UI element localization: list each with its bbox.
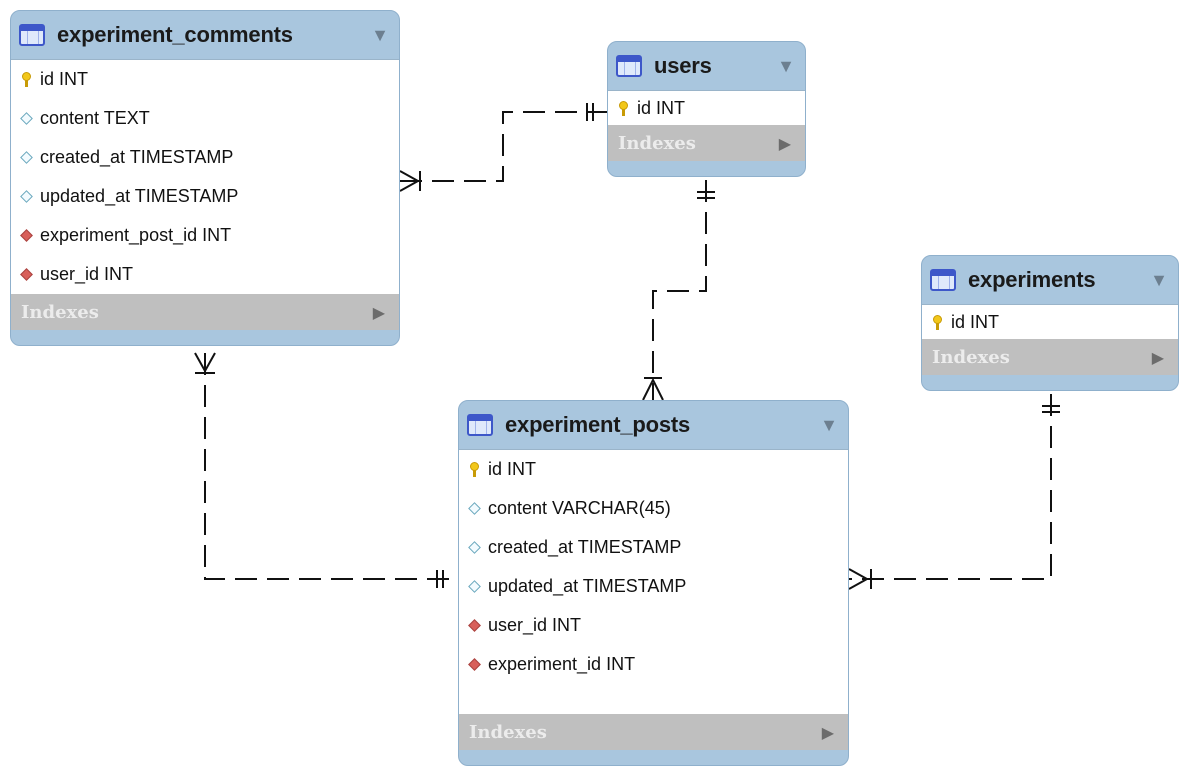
foreign-key-diamond-icon — [467, 658, 481, 671]
table-icon — [616, 55, 642, 77]
column-row[interactable]: id INT — [608, 91, 805, 125]
foreign-key-diamond-icon — [19, 229, 33, 242]
indexes-section[interactable]: Indexes ▶ — [11, 294, 399, 330]
indexes-label: Indexes — [21, 301, 99, 323]
key-icon — [932, 314, 942, 330]
table-title: users — [654, 53, 712, 78]
column-label: updated_at TIMESTAMP — [40, 186, 239, 206]
table-footer — [922, 375, 1178, 390]
relationship-users-experiment-comments — [399, 103, 607, 192]
expand-arrow-icon[interactable]: ▶ — [1151, 347, 1164, 367]
column-row-empty — [459, 684, 848, 714]
column-label: content TEXT — [40, 108, 150, 128]
collapse-triangle-icon[interactable]: ▼ — [777, 55, 795, 76]
column-row[interactable]: id INT — [11, 60, 399, 99]
table-icon — [467, 414, 493, 436]
expand-arrow-icon[interactable]: ▶ — [778, 133, 791, 153]
table-header[interactable]: users ▼ — [608, 42, 805, 90]
table-experiment-posts[interactable]: experiment_posts ▼ id INT content VARCHA… — [458, 400, 849, 766]
table-experiments[interactable]: experiments ▼ id INT Indexes ▶ — [921, 255, 1179, 391]
indexes-label: Indexes — [469, 721, 547, 743]
relationship-posts-comments — [194, 352, 458, 588]
table-users[interactable]: users ▼ id INT Indexes ▶ — [607, 41, 806, 177]
indexes-section[interactable]: Indexes ▶ — [922, 339, 1178, 375]
column-label: id INT — [951, 311, 1000, 332]
table-header[interactable]: experiment_posts ▼ — [459, 401, 848, 449]
collapse-triangle-icon[interactable]: ▼ — [371, 24, 389, 45]
table-experiment-comments[interactable]: experiment_comments ▼ id INT content TEX… — [10, 10, 400, 346]
indexes-section[interactable]: Indexes ▶ — [459, 714, 848, 750]
column-row[interactable]: experiment_id INT — [459, 645, 848, 684]
column-row[interactable]: experiment_post_id INT — [11, 216, 399, 255]
column-label: id INT — [40, 69, 89, 89]
column-label: created_at TIMESTAMP — [488, 537, 682, 557]
column-label: experiment_post_id INT — [40, 225, 232, 245]
column-diamond-icon — [19, 112, 33, 125]
indexes-section[interactable]: Indexes ▶ — [608, 125, 805, 161]
expand-arrow-icon[interactable]: ▶ — [372, 302, 385, 322]
column-label: user_id INT — [488, 615, 582, 635]
column-row[interactable]: user_id INT — [459, 606, 848, 645]
table-title: experiment_posts — [505, 412, 691, 437]
column-row[interactable]: updated_at TIMESTAMP — [459, 567, 848, 606]
column-list: id INT — [608, 90, 805, 125]
table-title: experiment_comments — [57, 22, 293, 47]
column-label: id INT — [637, 97, 686, 118]
column-row[interactable]: content VARCHAR(45) — [459, 489, 848, 528]
expand-arrow-icon[interactable]: ▶ — [821, 722, 834, 742]
table-title: experiments — [968, 267, 1096, 292]
column-row[interactable]: id INT — [922, 305, 1178, 339]
table-footer — [608, 161, 805, 176]
column-row[interactable]: created_at TIMESTAMP — [11, 138, 399, 177]
foreign-key-diamond-icon — [467, 619, 481, 632]
table-icon — [19, 24, 45, 46]
column-diamond-icon — [19, 151, 33, 164]
column-row[interactable]: updated_at TIMESTAMP — [11, 177, 399, 216]
table-footer — [11, 330, 399, 345]
column-list: id INT content TEXT created_at TIMESTAMP… — [11, 59, 399, 294]
column-list: id INT — [922, 304, 1178, 339]
collapse-triangle-icon[interactable]: ▼ — [820, 414, 838, 435]
column-diamond-icon — [467, 580, 481, 593]
column-label: content VARCHAR(45) — [488, 498, 671, 518]
column-row[interactable]: id INT — [459, 450, 848, 489]
column-diamond-icon — [467, 502, 481, 515]
column-row[interactable]: content TEXT — [11, 99, 399, 138]
foreign-key-diamond-icon — [19, 268, 33, 281]
column-label: experiment_id INT — [488, 654, 636, 674]
column-label: user_id INT — [40, 264, 134, 284]
column-label: id INT — [488, 459, 537, 479]
column-diamond-icon — [467, 541, 481, 554]
key-icon — [618, 100, 628, 116]
relationship-experiments-posts — [848, 394, 1060, 590]
key-icon — [21, 72, 31, 87]
key-icon — [469, 462, 479, 477]
column-row[interactable]: created_at TIMESTAMP — [459, 528, 848, 567]
column-diamond-icon — [19, 190, 33, 203]
collapse-triangle-icon[interactable]: ▼ — [1150, 269, 1168, 290]
table-header[interactable]: experiment_comments ▼ — [11, 11, 399, 59]
column-row[interactable]: user_id INT — [11, 255, 399, 294]
table-header[interactable]: experiments ▼ — [922, 256, 1178, 304]
relationship-users-experiment-posts — [642, 180, 715, 401]
indexes-label: Indexes — [932, 346, 1010, 368]
column-label: created_at TIMESTAMP — [40, 147, 234, 167]
column-label: updated_at TIMESTAMP — [488, 576, 687, 596]
table-icon — [930, 269, 956, 291]
column-list: id INT content VARCHAR(45) created_at TI… — [459, 449, 848, 714]
indexes-label: Indexes — [618, 132, 696, 154]
